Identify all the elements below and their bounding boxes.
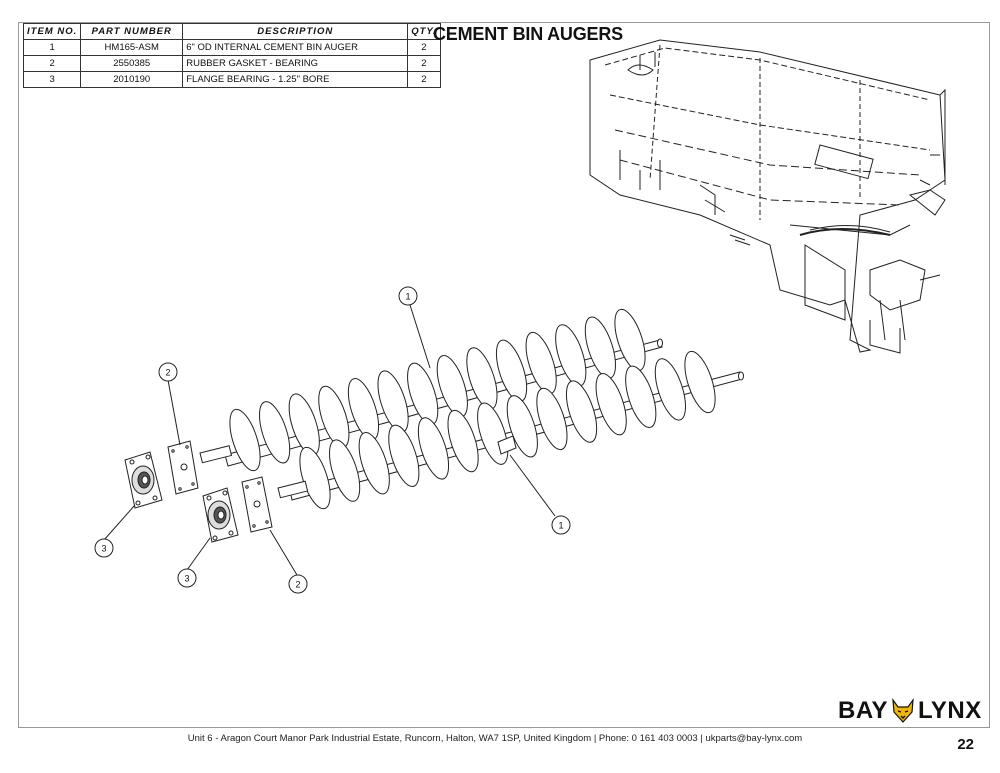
lynx-head-icon (892, 698, 914, 723)
callout-balloon: 2 (288, 574, 308, 594)
svg-text:3: 3 (101, 544, 106, 554)
logo-text-left: BAY (838, 697, 888, 724)
auger-flight (447, 409, 479, 473)
auger-flight (329, 439, 361, 502)
flange-bearing-upper (124, 451, 163, 509)
auger-flight (506, 395, 538, 458)
table-row: 3 2010190 FLANGE BEARING - 1.25" BORE 2 (22, 71, 441, 88)
footer-address: Unit 6 - Aragon Court Manor Park Industr… (187, 733, 803, 744)
auger-flight (536, 387, 568, 451)
drawing-frame (18, 22, 990, 728)
auger-lower (277, 350, 744, 510)
auger-flight (259, 401, 291, 464)
page-title: CEMENT BIN AUGERS (433, 24, 623, 44)
table-header-row: ITEM NO. PART NUMBER DESCRIPTION QTY. (22, 23, 441, 40)
callout-balloon: 3 (94, 538, 114, 558)
table-row: 1 HM165-ASM 6" OD INTERNAL CEMENT BIN AU… (22, 39, 441, 56)
auger-flight (417, 417, 450, 480)
svg-text:1: 1 (558, 521, 563, 531)
auger-flight (625, 365, 657, 428)
auger-upper (199, 308, 663, 472)
bill-of-materials-table: ITEM NO. PART NUMBER DESCRIPTION QTY. 1 … (22, 23, 441, 88)
auger-flight (358, 432, 390, 495)
page-number: 22 (957, 736, 974, 753)
auger-flight (595, 372, 627, 436)
callout-balloon: 2 (158, 362, 178, 382)
svg-text:2: 2 (165, 368, 170, 378)
callout-balloon: 1 (551, 515, 571, 535)
auger-flight (388, 424, 420, 488)
auger-flight (565, 380, 598, 443)
qty-cell: 2 (407, 71, 441, 88)
flange-bearing-lower (202, 487, 239, 543)
callouts: 1 2 3 1 3 2 (94, 286, 571, 594)
auger-flight (684, 350, 716, 414)
callout-balloon: 1 (398, 286, 418, 306)
svg-text:1: 1 (405, 292, 410, 302)
rubber-gasket-lower (241, 476, 273, 533)
item-cell: 3 (22, 71, 82, 88)
rubber-gasket-upper (167, 440, 199, 495)
cement-bin-overview-illustration (589, 39, 946, 354)
description-cell: FLANGE BEARING - 1.25" BORE (182, 71, 409, 88)
auger-flight (654, 358, 686, 421)
part-cell: 2010190 (80, 71, 184, 88)
svg-text:2: 2 (295, 580, 300, 590)
callout-balloon: 3 (177, 568, 197, 588)
logo-text-right: LYNX (917, 697, 982, 724)
bay-lynx-logo: BAY LYNX (838, 697, 982, 725)
auger-flight (229, 408, 261, 472)
svg-text:3: 3 (184, 574, 189, 584)
